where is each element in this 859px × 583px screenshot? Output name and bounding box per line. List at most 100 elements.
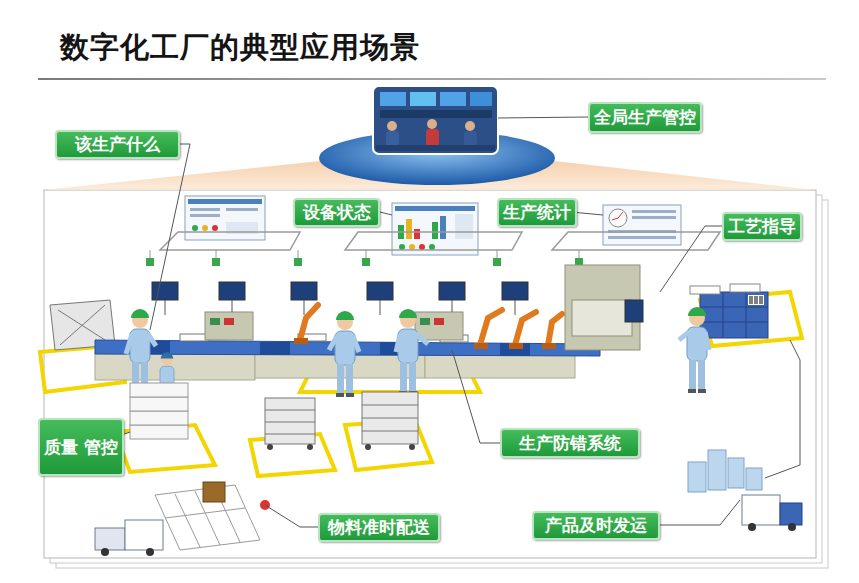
worker-figure bbox=[398, 329, 418, 363]
callout-text: 设备状态 bbox=[303, 202, 371, 223]
dashboard-screen bbox=[409, 244, 415, 250]
parts-bin bbox=[224, 318, 234, 325]
dashboard-screen bbox=[188, 199, 262, 204]
leader-line bbox=[452, 350, 500, 443]
dashboard-screen bbox=[414, 229, 420, 239]
page-stack-frame bbox=[44, 190, 828, 568]
callout-box: 生产统计 bbox=[497, 198, 577, 227]
cart-wheel bbox=[307, 444, 313, 450]
callout-box: 生产防错系统 bbox=[500, 428, 640, 458]
control-room-photo bbox=[440, 92, 466, 106]
robot-arm bbox=[300, 305, 318, 340]
dashboard-screen bbox=[603, 205, 681, 245]
dashboard-screen bbox=[429, 244, 435, 250]
leader-line bbox=[660, 226, 722, 292]
worker-figure bbox=[688, 389, 696, 393]
station-monitor bbox=[502, 282, 528, 300]
ceiling-drop bbox=[579, 250, 580, 258]
leader-line bbox=[660, 500, 740, 525]
dashboard-screen bbox=[406, 219, 412, 239]
cart-wheel bbox=[409, 444, 415, 450]
callout-box: 物料准时配送 bbox=[318, 513, 440, 542]
truck bbox=[146, 548, 154, 556]
cart-wheel bbox=[267, 444, 273, 450]
dashboard-screen bbox=[632, 216, 676, 219]
worker-figure bbox=[161, 352, 174, 358]
leader-line bbox=[765, 340, 800, 478]
control-room-photo bbox=[470, 92, 492, 106]
dashboard-screen bbox=[432, 222, 438, 239]
dashboard-screen bbox=[419, 244, 425, 250]
work-table bbox=[95, 352, 255, 380]
callout-box: 设备状态 bbox=[293, 198, 380, 227]
parts-bin bbox=[210, 318, 220, 325]
material-box bbox=[203, 482, 225, 502]
storage-rack bbox=[730, 284, 760, 292]
dashboard-screen bbox=[440, 216, 446, 239]
ceiling-drop bbox=[366, 250, 367, 258]
worker-figure bbox=[336, 311, 354, 320]
tray bbox=[180, 334, 208, 341]
truck bbox=[742, 495, 780, 525]
dashboard-screen bbox=[455, 214, 473, 239]
ceiling-drop bbox=[150, 250, 579, 258]
dashboard-screen bbox=[202, 225, 208, 231]
city-building bbox=[688, 462, 706, 492]
dashboard-screen bbox=[612, 212, 623, 220]
control-room-photo bbox=[410, 92, 436, 106]
left-workstation bbox=[58, 310, 105, 340]
robot-arm bbox=[480, 310, 502, 345]
cart-wheel bbox=[365, 444, 371, 450]
product-stack bbox=[130, 397, 188, 411]
truck bbox=[95, 528, 125, 550]
callout-text: 生产统计 bbox=[503, 202, 571, 223]
callout-text: 物料准时配送 bbox=[328, 517, 430, 538]
floor-marking bbox=[40, 292, 802, 476]
station-machine bbox=[415, 312, 463, 340]
callout-box: 质量 管控 bbox=[38, 418, 124, 476]
dashboard-screen bbox=[192, 225, 198, 231]
station-monitor bbox=[439, 282, 465, 300]
truck bbox=[742, 495, 802, 531]
city-building bbox=[746, 468, 762, 490]
wire-cart bbox=[265, 434, 315, 435]
storage-rack bbox=[746, 292, 747, 338]
wire-cart bbox=[362, 405, 418, 406]
left-workstation bbox=[60, 305, 105, 345]
control-room-photo bbox=[380, 110, 492, 118]
ceiling-drop bbox=[497, 250, 498, 258]
station-monitor bbox=[367, 282, 393, 300]
callout-text: 产品及时发运 bbox=[545, 515, 647, 536]
wire-cart bbox=[265, 410, 315, 411]
station-monitor bbox=[304, 300, 305, 315]
conveyor-segment bbox=[260, 342, 290, 355]
station-monitor bbox=[219, 282, 245, 300]
dashboard-screen bbox=[226, 208, 258, 211]
city-building bbox=[728, 458, 744, 488]
station-monitor bbox=[380, 300, 381, 315]
storage-rack bbox=[700, 307, 768, 308]
station-monitor bbox=[452, 300, 453, 312]
dashboard-screen bbox=[185, 196, 265, 240]
station-monitor bbox=[152, 282, 178, 300]
worker-figure bbox=[335, 331, 355, 365]
dashboard-screen bbox=[399, 244, 405, 250]
callout-text: 该生产什么 bbox=[75, 134, 160, 155]
worker-figure bbox=[329, 311, 359, 397]
product-stack bbox=[130, 425, 188, 439]
station-monitor bbox=[152, 282, 643, 322]
callout-box: 全局生产管控 bbox=[588, 102, 702, 133]
worker-figure bbox=[396, 334, 428, 352]
robot-base bbox=[474, 343, 488, 349]
leader-line bbox=[265, 505, 318, 527]
truck bbox=[788, 523, 796, 531]
parts-bin bbox=[434, 318, 444, 325]
city-building bbox=[688, 450, 762, 492]
worker-figure bbox=[346, 393, 354, 397]
ceiling-lamp bbox=[146, 258, 154, 266]
dashboard-screen bbox=[632, 210, 676, 213]
leader-line bbox=[92, 117, 800, 527]
worker-figure bbox=[679, 307, 709, 393]
